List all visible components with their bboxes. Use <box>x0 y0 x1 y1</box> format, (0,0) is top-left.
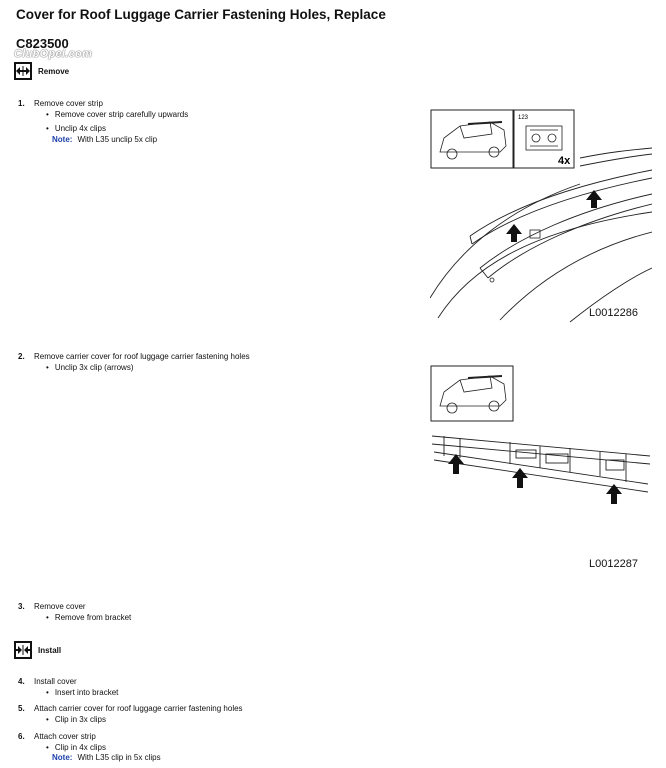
remove-label: Remove <box>38 66 70 76</box>
step-2: 2.Remove carrier cover for roof luggage … <box>18 352 250 373</box>
arrow-marks <box>448 454 622 504</box>
watermark: ClubOpel.com <box>14 48 93 60</box>
step-5-sub-1: Clip in 3x clips <box>18 715 243 726</box>
step-4: 4.Install cover Insert into bracket <box>18 677 118 698</box>
step-1-note: Note:With L35 unclip 5x clip <box>52 134 158 144</box>
step-5: 5.Attach carrier cover for roof luggage … <box>18 704 243 725</box>
step-6: 6.Attach cover strip Clip in 4x clips No… <box>18 732 161 764</box>
install-arrows-icon <box>14 641 32 659</box>
page-title: Cover for Roof Luggage Carrier Fastening… <box>16 7 386 22</box>
figure-1: 123 4x <box>429 108 653 328</box>
figure-1-label: L0012286 <box>589 307 638 319</box>
install-section-header: Install <box>14 641 61 659</box>
step-4-sub-1: Insert into bracket <box>18 688 119 699</box>
arrow-marks <box>506 190 602 242</box>
step-1-sub-1: Remove cover strip carefully upwards <box>18 110 188 121</box>
figure-2-label: L0012287 <box>589 558 638 570</box>
step-3-sub-1: Remove from bracket <box>18 613 131 624</box>
svg-text:123: 123 <box>518 115 529 121</box>
clip-icon <box>525 125 563 151</box>
figure-2: L0012287 <box>430 364 652 576</box>
remove-section-header: Remove <box>14 62 69 80</box>
figure-2-illustration <box>430 365 651 504</box>
figure-1-illustration: 123 4x <box>429 109 653 323</box>
car-icon <box>439 375 507 414</box>
operation-code: C823500 <box>16 36 69 51</box>
install-label: Install <box>38 645 62 655</box>
step-1: 1.Remove cover strip Remove cover strip … <box>18 99 188 145</box>
step-6-note: Note:With L35 clip in 5x clips <box>52 753 161 762</box>
step-6-sub-1: Clip in 4x clips <box>18 743 161 754</box>
step-3: 3.Remove cover Remove from bracket <box>18 602 131 623</box>
step-2-sub-1: Unclip 3x clip (arrows) <box>18 363 250 374</box>
remove-arrows-icon <box>14 62 32 80</box>
car-icon <box>439 121 507 160</box>
svg-text:4x: 4x <box>558 155 571 167</box>
step-1-sub-2: Unclip 4x clips <box>18 124 188 135</box>
